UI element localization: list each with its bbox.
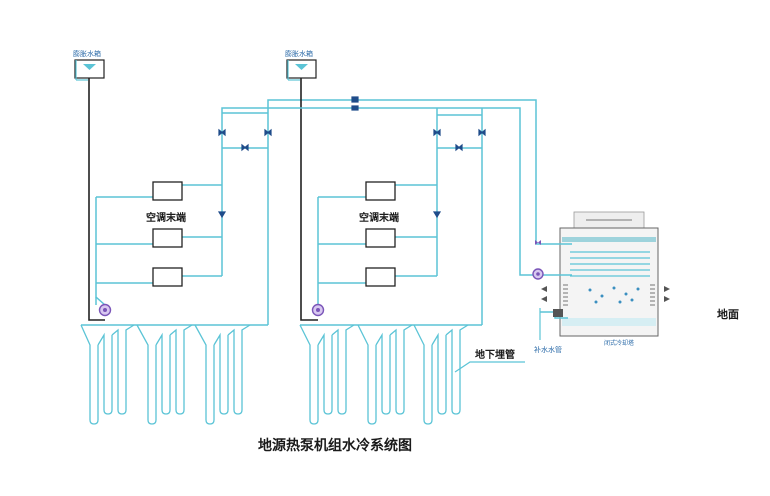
valve-icon bbox=[351, 105, 359, 111]
ground-loops-middle bbox=[299, 324, 469, 425]
diagram-title: 地源热泵机组水冷系统图 bbox=[258, 437, 412, 454]
valve-icon bbox=[455, 143, 463, 152]
underground-pipe-label: 地下埋管 bbox=[475, 348, 515, 361]
cooling-tower: 补水水管 闭式冷却塔 bbox=[532, 211, 670, 354]
ground-label: 地面 bbox=[717, 307, 739, 321]
expansion-feed-line-middle bbox=[300, 78, 318, 321]
middle-subsystem: 膨胀水箱 空调末端 bbox=[285, 49, 536, 425]
left-subsystem: 膨胀水箱 bbox=[73, 49, 537, 425]
air-arrows bbox=[541, 286, 670, 302]
valve-icon bbox=[241, 143, 249, 152]
valve-icon bbox=[351, 96, 359, 103]
valves-left bbox=[217, 128, 272, 219]
ground-loops-left bbox=[80, 324, 251, 425]
valve-icon bbox=[218, 128, 226, 137]
expansion-tank-middle-label: 膨胀水箱 bbox=[285, 49, 313, 58]
terminal-unit-middle-3 bbox=[365, 267, 396, 287]
terminal-label-middle: 空调末端 bbox=[359, 211, 399, 224]
expansion-tank-middle: 膨胀水箱 bbox=[285, 49, 317, 81]
valve-icon bbox=[264, 128, 272, 137]
valve-icon bbox=[217, 211, 227, 219]
makeup-water-label: 补水水管 bbox=[534, 345, 562, 354]
loop-pipes-middle bbox=[300, 107, 536, 326]
valve-icon bbox=[433, 128, 441, 137]
tower-coil bbox=[570, 251, 650, 277]
expansion-tank-left: 膨胀水箱 bbox=[73, 49, 105, 81]
tower-louvers bbox=[563, 284, 655, 306]
terminal-label-left: 空调末端 bbox=[146, 211, 186, 224]
water-level-icon bbox=[295, 64, 308, 70]
terminal-unit-left-1 bbox=[152, 181, 183, 201]
expansion-feed-line-left bbox=[88, 78, 105, 321]
makeup-valve-icon bbox=[553, 309, 563, 317]
water-level-icon bbox=[83, 64, 96, 70]
valve-icon bbox=[535, 240, 541, 245]
cooling-tower-label: 闭式冷却塔 bbox=[604, 339, 634, 347]
valves-middle bbox=[351, 96, 486, 219]
valve-icon bbox=[432, 211, 442, 219]
expansion-tank-left-label: 膨胀水箱 bbox=[73, 49, 101, 58]
terminal-unit-middle-2 bbox=[365, 228, 396, 248]
terminal-unit-left-2 bbox=[152, 228, 183, 248]
terminal-unit-middle-1 bbox=[365, 181, 396, 201]
terminal-unit-left-3 bbox=[152, 267, 183, 287]
water-droplets bbox=[588, 286, 640, 304]
valve-icon bbox=[478, 128, 486, 137]
underground-pipe-callout: 地下埋管 bbox=[454, 348, 525, 373]
